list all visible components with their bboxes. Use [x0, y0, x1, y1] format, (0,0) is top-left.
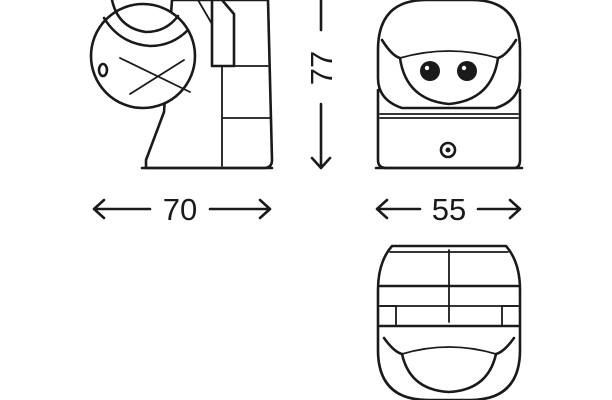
- bottom-view-lens-inner: [401, 346, 497, 355]
- front-view-dome: [376, 0, 522, 110]
- width-arrow-right: [476, 198, 522, 220]
- side-view-head-divider-1: [119, 57, 191, 93]
- side-view-sensor-head: [89, 2, 197, 110]
- height-arrow-bottom: [310, 102, 332, 170]
- side-view-bracket: [210, 0, 236, 68]
- width-value-label: 55: [432, 192, 466, 227]
- front-view-sensor-eye-left: [420, 61, 440, 81]
- side-view-lens-cover: [102, 16, 190, 48]
- depth-arrow-right: [208, 198, 272, 220]
- dimension-height: 77: [304, 0, 339, 170]
- side-view-head-divider-2: [129, 59, 185, 95]
- front-view: [374, 0, 524, 170]
- dimension-depth: 70: [92, 192, 272, 227]
- front-view-sensor-eye-right-glint: [461, 65, 467, 71]
- bottom-view-lens-arc: [382, 336, 516, 394]
- front-view-lens-inner: [399, 50, 499, 59]
- bottom-view-outline: [376, 244, 522, 400]
- height-value-label: 77: [304, 51, 339, 85]
- width-arrow-left: [375, 198, 422, 220]
- side-view: [89, 0, 274, 170]
- side-view-bracket-detail: [197, 0, 213, 25]
- side-view-lens-window: [110, 0, 180, 34]
- front-view-lens-window: [380, 38, 518, 106]
- bottom-view: [376, 244, 522, 400]
- dimension-width: 55: [375, 192, 522, 227]
- front-view-adjust-knob-center: [445, 147, 451, 153]
- side-view-adjust-screw: [97, 62, 109, 78]
- depth-value-label: 70: [163, 192, 197, 227]
- depth-arrow-left: [92, 198, 152, 220]
- front-view-sensor-eye-left-glint: [424, 65, 430, 71]
- front-view-sensor-eye-right: [457, 61, 477, 81]
